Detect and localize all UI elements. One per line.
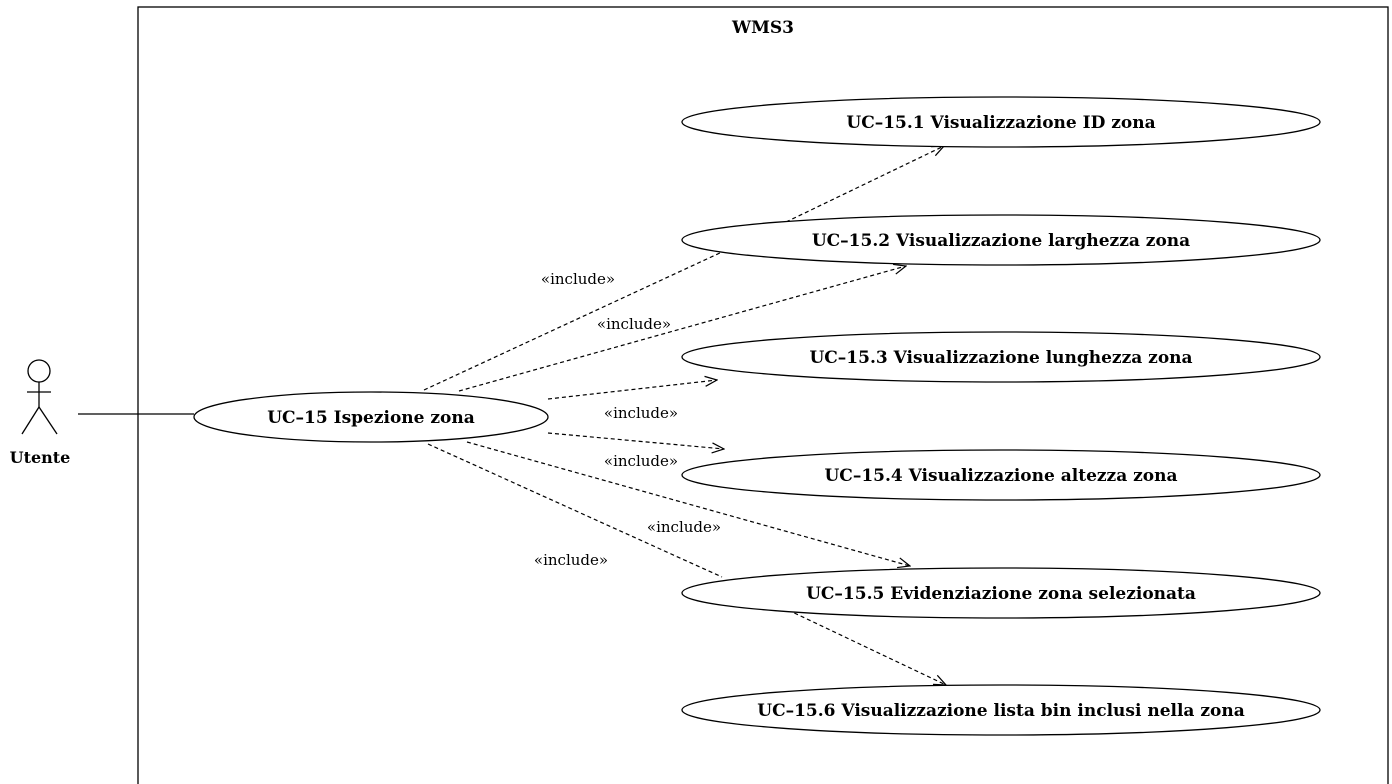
- use-case-label: UC–15.3 Visualizzazione lunghezza zona: [809, 348, 1192, 368]
- include-arrow-uc-15-6-a: [427, 443, 723, 578]
- use-case-label: UC–15.4 Visualizzazione altezza zona: [824, 466, 1177, 486]
- use-case-uc-15-2[interactable]: UC–15.2 Visualizzazione larghezza zona: [681, 214, 1321, 266]
- include-label-uc-15-5: «include»: [647, 518, 721, 536]
- use-case-main[interactable]: UC–15 Ispezione zona: [193, 391, 549, 443]
- use-case-ellipse: [681, 214, 1321, 266]
- actor-leg-right: [38, 406, 58, 435]
- include-arrow-uc-15-4: [547, 432, 724, 449]
- use-case-ellipse: [681, 449, 1321, 501]
- use-case-label: UC–15.6 Visualizzazione lista bin inclus…: [757, 701, 1244, 721]
- actor-label: Utente: [10, 448, 71, 467]
- use-case-label: UC–15.2 Visualizzazione larghezza zona: [812, 231, 1190, 251]
- use-case-uc-15-1[interactable]: UC–15.1 Visualizzazione ID zona: [681, 96, 1321, 148]
- use-case-uc-15-3[interactable]: UC–15.3 Visualizzazione lunghezza zona: [681, 331, 1321, 383]
- include-label-uc-15-2: «include»: [597, 315, 671, 333]
- include-arrow-uc-15-1-tail: [785, 146, 944, 223]
- include-label-uc-15-4: «include»: [604, 452, 678, 470]
- include-arrow-uc-15-2: [458, 266, 906, 392]
- use-case-ellipse: [681, 96, 1321, 148]
- actor-leg-left: [21, 406, 40, 435]
- use-case-uc-15-5[interactable]: UC–15.5 Evidenziazione zona selezionata: [681, 567, 1321, 619]
- include-label-uc-15-3: «include»: [604, 404, 678, 422]
- use-case-uc-15-4[interactable]: UC–15.4 Visualizzazione altezza zona: [681, 449, 1321, 501]
- use-case-ellipse: [681, 331, 1321, 383]
- use-case-uc-15-6[interactable]: UC–15.6 Visualizzazione lista bin inclus…: [681, 684, 1321, 736]
- include-arrow-uc-15-3: [547, 380, 717, 400]
- use-case-label: UC–15.1 Visualizzazione ID zona: [846, 113, 1155, 133]
- use-case-main-label: UC–15 Ispezione zona: [267, 408, 475, 428]
- use-case-main-ellipse: [193, 391, 549, 443]
- include-arrow-uc-15-6-b: [787, 609, 946, 685]
- use-case-label: UC–15.5 Evidenziazione zona selezionata: [806, 584, 1196, 604]
- include-arrow-uc-15-1-base: [423, 251, 723, 391]
- use-case-ellipse: [681, 567, 1321, 619]
- system-boundary: [137, 6, 1389, 784]
- use-case-ellipse: [681, 684, 1321, 736]
- include-label-uc-15-6: «include»: [534, 551, 608, 569]
- include-label-uc-15-1: «include»: [541, 270, 615, 288]
- system-title: WMS3: [731, 18, 794, 38]
- actor-figure[interactable]: [21, 359, 58, 435]
- actor-head: [27, 359, 51, 383]
